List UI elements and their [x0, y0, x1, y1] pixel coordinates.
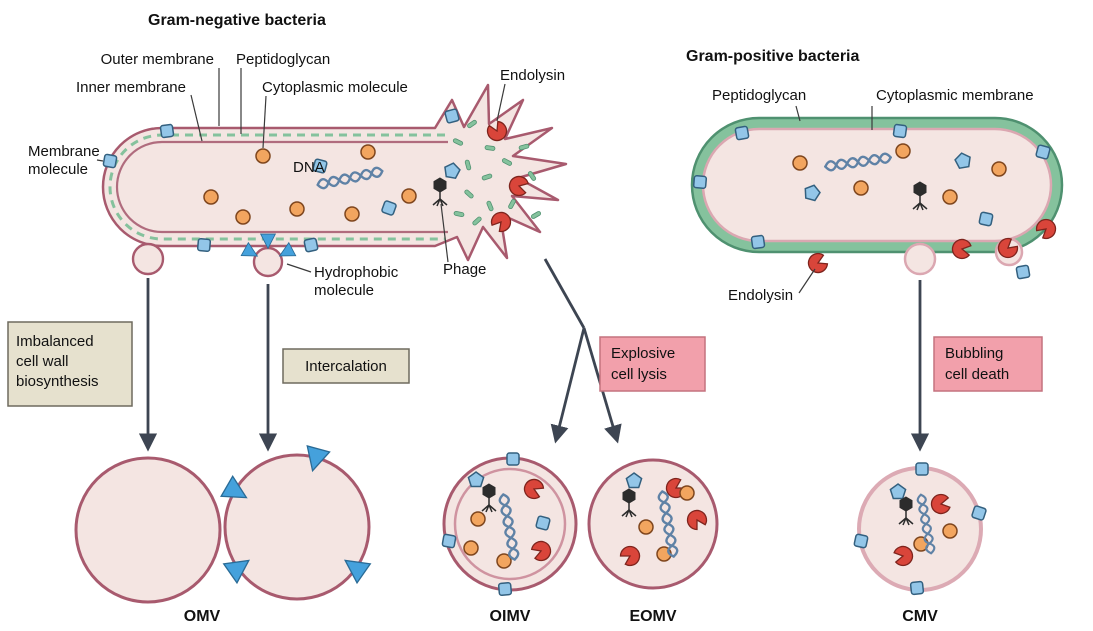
inner-membrane-pointer — [190, 94, 203, 142]
cytoplasmic-molecule-icon — [401, 188, 417, 204]
membrane-molecule-icon — [909, 580, 925, 596]
gram-negative-inner-membrane — [115, 140, 448, 234]
vesicles-row: OMV OIMV EOMV CMV — [74, 445, 988, 625]
bubbling-box — [933, 336, 1043, 392]
gp-peptidoglycan-label: Peptidoglycan — [712, 87, 806, 104]
hydrophobic-molecule-label-line2: molecule — [314, 282, 374, 299]
cytoplasmic-molecule-icon — [895, 143, 911, 159]
intercalation-bud — [252, 246, 284, 278]
cytoplasmic-molecule-icon — [991, 161, 1007, 177]
membrane-molecule-icon — [196, 237, 212, 253]
cytoplasmic-molecule-icon — [463, 540, 479, 556]
membrane-molecule-icon — [915, 462, 929, 476]
membrane-molecule-icon — [441, 533, 457, 549]
explosive-box-label-line1: Explosive — [611, 345, 675, 362]
membrane-molecule-icon — [303, 237, 319, 253]
bubbling-box-label-line1: Bubbling — [945, 345, 1003, 362]
intercalation-box — [282, 348, 410, 384]
explosive-arrow-oimv — [550, 327, 586, 444]
gram-negative-peptidoglycan-layer — [108, 133, 445, 241]
omv-name: OMV — [184, 608, 221, 625]
membrane-molecule-icon — [1034, 143, 1052, 161]
membrane-molecule-icon — [978, 211, 994, 227]
peptidoglycan-fragment-icon — [530, 210, 542, 220]
explosive-box — [599, 336, 706, 392]
cytoplasmic-molecule-icon — [360, 144, 376, 160]
gp-peptidoglycan-pointer — [795, 105, 801, 122]
cytoplasmic-molecule-icon — [235, 209, 251, 225]
cytoplasmic-molecule-icon — [255, 148, 271, 164]
phage-pointer — [440, 203, 449, 263]
gram-positive-title: Gram-positive bacteria — [686, 48, 860, 65]
gram-negative-title: Gram-negative bacteria — [148, 12, 326, 29]
imbalanced-box — [7, 321, 133, 407]
imbalanced-box-label-line2: cell wall — [16, 353, 69, 370]
cytoplasmic-molecule-label: Cytoplasmic molecule — [262, 79, 408, 96]
cytoplasmic-molecule-icon — [679, 485, 695, 501]
endolysin-icon — [804, 250, 831, 277]
oimv-name: OIMV — [490, 608, 531, 625]
gram-positive-cytoplasmic-membrane — [701, 127, 1053, 243]
explosive-fork-stem — [543, 258, 586, 329]
cytoplasmic-membrane-label: Cytoplasmic membrane — [876, 87, 1034, 104]
membrane-molecule-icon — [853, 533, 869, 549]
membrane-molecule-icon — [534, 514, 552, 532]
endolysin-label: Endolysin — [500, 67, 565, 84]
cytoplasmic-molecule-pointer — [262, 95, 267, 149]
cytoplasmic-molecule-icon — [792, 155, 808, 171]
membrane-molecule-icon — [102, 153, 118, 169]
membrane-molecule-icon — [159, 123, 175, 139]
membrane-molecule-icon — [970, 504, 988, 522]
process-arrows — [138, 258, 930, 452]
peptidoglycan-fragment-icon — [484, 144, 496, 152]
cmv-name: CMV — [902, 608, 938, 625]
cytoplasmic-molecule-icon — [470, 511, 486, 527]
hydrophobic-molecule-pointer — [286, 263, 312, 273]
gram-negative-section: Gram-negative bacteria Outer membrane Pe… — [28, 12, 568, 299]
membrane-molecule-icon — [1015, 264, 1031, 280]
intercalation-box-label: Intercalation — [305, 358, 387, 375]
gram-negative-cell — [101, 83, 568, 262]
explosive-box-label-line2: cell lysis — [611, 366, 667, 383]
omv-vesicle — [74, 456, 222, 604]
cytoplasmic-molecule-icon — [638, 519, 654, 535]
gp-endolysin-label: Endolysin — [728, 287, 793, 304]
inner-membrane-label: Inner membrane — [76, 79, 186, 96]
cmv-vesicle — [857, 466, 983, 592]
gp-endolysin-pointer — [798, 268, 816, 294]
omv-bud — [131, 242, 165, 276]
membrane-molecule-icon — [734, 125, 750, 141]
dna-label: DNA — [293, 159, 325, 176]
membrane-molecule-icon — [506, 452, 520, 466]
intercalated-omv-vesicle — [223, 453, 371, 601]
membrane-molecule-icon — [692, 174, 708, 190]
membrane-molecule-icon — [443, 107, 461, 125]
imbalanced-box-label-line3: biosynthesis — [16, 373, 99, 390]
cytoplasmic-molecule-icon — [942, 189, 958, 205]
phage-label: Phage — [443, 261, 486, 278]
gram-positive-section: Gram-positive bacteria Peptidoglycan Cyt… — [686, 48, 1064, 304]
endolysin-pointer — [496, 83, 506, 122]
cytoplasmic-molecule-icon — [853, 180, 869, 196]
process-boxes: Imbalanced cell wall biosynthesis Interc… — [7, 321, 1043, 407]
membrane-molecule-label-line2: molecule — [28, 161, 88, 178]
membrane-molecule-pointer — [96, 159, 104, 162]
cytoplasmic-molecule-icon — [203, 189, 219, 205]
outer-membrane-label: Outer membrane — [101, 51, 214, 68]
imbalanced-box-label-line1: Imbalanced — [16, 333, 94, 350]
gram-positive-bud-left — [903, 242, 937, 276]
peptidoglycan-label: Peptidoglycan — [236, 51, 330, 68]
membrane-molecule-icon — [497, 581, 513, 597]
hydrophobic-molecule-label-line1: Hydrophobic — [314, 264, 399, 281]
eomv-name: EOMV — [629, 608, 676, 625]
membrane-molecule-icon — [750, 234, 766, 250]
cytoplasmic-molecule-icon — [942, 523, 958, 539]
membrane-molecule-label-line1: Membrane — [28, 143, 100, 160]
bubbling-box-label-line2: cell death — [945, 366, 1009, 383]
cytoplasmic-molecule-icon — [344, 206, 360, 222]
membrane-molecule-icon — [892, 123, 908, 139]
cytoplasmic-molecule-icon — [289, 201, 305, 217]
